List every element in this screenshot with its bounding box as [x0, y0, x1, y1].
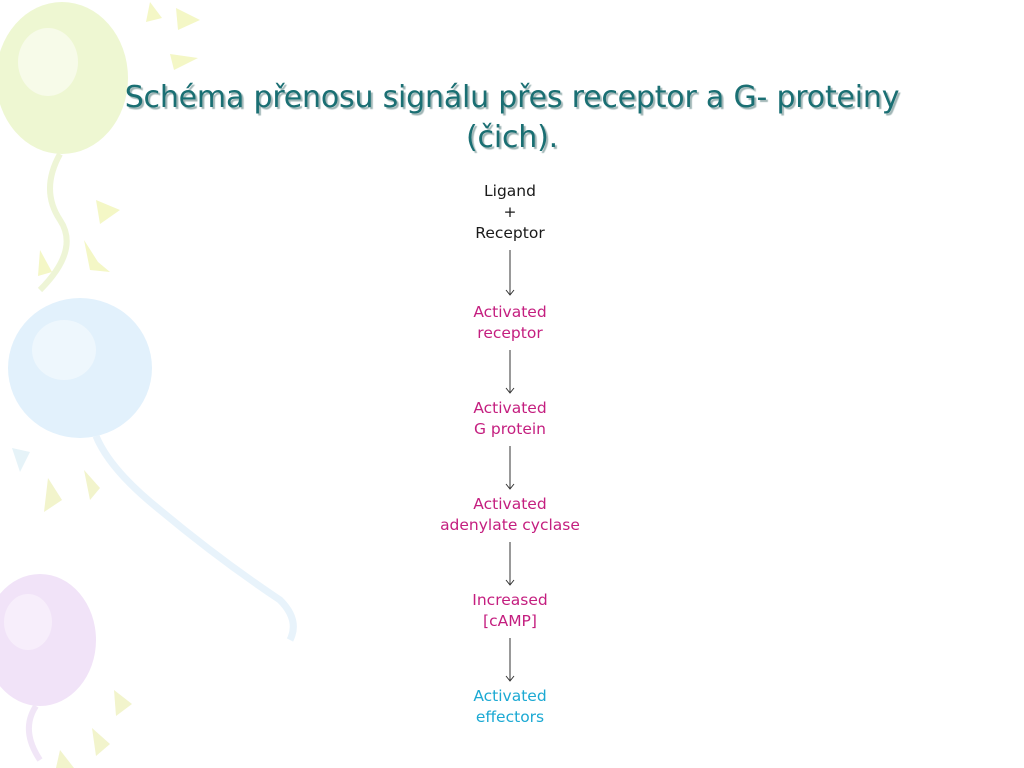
flow-node-3-line-1: Activated: [473, 399, 547, 417]
flow-node-4-line-2: adenylate cyclase: [440, 516, 580, 534]
flow-node-5-line-1: Increased: [472, 591, 548, 609]
flow-node-1: Ligand + Receptor: [475, 181, 544, 244]
flow-node-1-line-1: Ligand: [484, 182, 536, 200]
flow-node-1-line-3: Receptor: [475, 224, 545, 242]
flow-arrow-1: [505, 250, 515, 296]
purple-balloon-decoration: [0, 574, 132, 768]
flow-arrow-5: [505, 638, 515, 682]
flow-node-6-line-2: effectors: [475, 708, 545, 726]
flow-node-2-line-1: Activated: [473, 303, 547, 321]
slide-title: Schéma přenosu signálu přes receptor a G…: [80, 78, 944, 158]
flow-arrow-3: [505, 446, 515, 490]
flow-node-5-line-2: [cAMP]: [483, 612, 537, 630]
flow-node-3-line-2: G protein: [473, 420, 547, 438]
flow-node-3: Activated G protein: [473, 398, 546, 440]
flow-node-4-line-1: Activated: [473, 495, 547, 513]
blue-balloon-decoration: [8, 298, 297, 642]
flow-arrow-2: [505, 350, 515, 394]
flow-node-2: Activated receptor: [473, 302, 546, 344]
flow-node-6-line-1: Activated: [473, 687, 547, 705]
flow-node-2-line-2: receptor: [477, 324, 543, 342]
flow-node-6: Activated effectors: [473, 686, 546, 728]
slide-title-line-2: (čich).: [466, 120, 558, 155]
flow-node-4: Activated adenylate cyclase: [440, 494, 580, 536]
green-balloon-decoration: [0, 2, 200, 293]
flow-node-1-line-2: +: [503, 203, 517, 221]
slide-title-line-1: Schéma přenosu signálu přes receptor a G…: [124, 80, 900, 115]
flow-arrow-4: [505, 542, 515, 586]
flow-node-5: Increased [cAMP]: [472, 590, 547, 632]
